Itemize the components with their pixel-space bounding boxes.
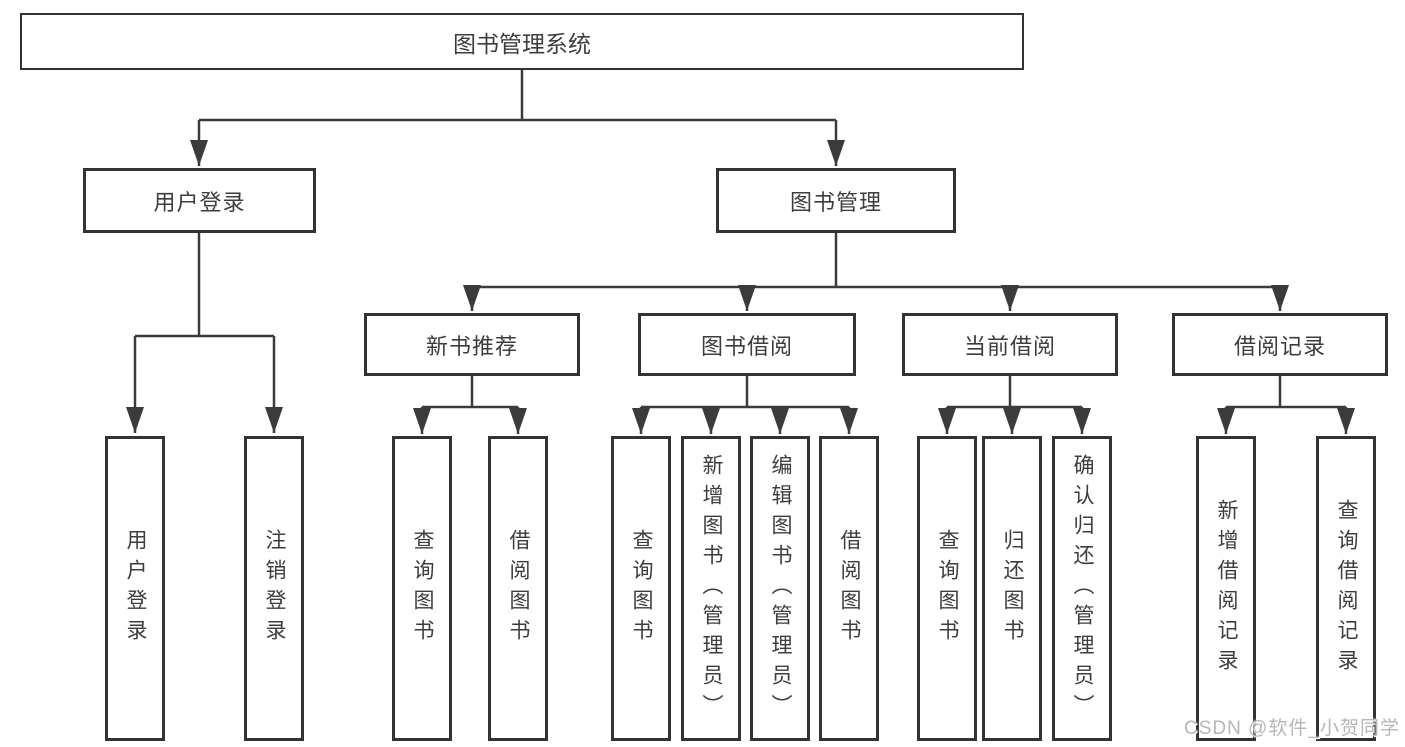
node-label: 当前借阅: [963, 333, 1056, 359]
node-label: 编辑图书（管理员）: [769, 453, 793, 724]
node-current-borrowing: 当前借阅: [902, 313, 1118, 376]
node-confirm-return-admin: 确认归还（管理员）: [1052, 436, 1112, 741]
node-label: 确认归还（管理员）: [1071, 453, 1095, 724]
node-add-borrow-record: 新增借阅记录: [1196, 436, 1256, 741]
node-library-system: 图书管理系统: [20, 13, 1024, 70]
node-new-book-recommend: 新书推荐: [364, 313, 580, 376]
node-label: 图书管理: [789, 189, 882, 215]
node-label: 图书借阅: [700, 333, 793, 359]
node-user-login: 用户登录: [83, 168, 316, 233]
node-logout: 注销登录: [244, 436, 304, 741]
node-borrow-books-recommend: 借阅图书: [488, 436, 548, 741]
node-borrow-records: 借阅记录: [1172, 313, 1388, 376]
node-label: 查询图书: [411, 528, 435, 649]
node-return-books: 归还图书: [982, 436, 1042, 741]
node-label: 新增借阅记录: [1215, 498, 1239, 679]
node-label: 借阅图书: [507, 528, 531, 649]
node-borrow-books-leaf: 借阅图书: [819, 436, 879, 741]
node-query-borrow-record: 查询借阅记录: [1316, 436, 1376, 741]
node-label: 图书管理系统: [453, 30, 591, 57]
watermark-text: CSDN @软件_小贺同学: [1184, 718, 1400, 739]
node-label: 归还图书: [1001, 528, 1025, 649]
node-edit-books-admin: 编辑图书（管理员）: [750, 436, 810, 741]
node-label: 用户登录: [124, 528, 148, 649]
node-query-books-recommend: 查询图书: [392, 436, 452, 741]
node-label: 查询图书: [936, 528, 960, 649]
node-label: 新增图书（管理员）: [700, 453, 724, 724]
node-label: 查询图书: [630, 528, 654, 649]
node-label: 用户登录: [153, 189, 246, 215]
node-add-books-admin: 新增图书（管理员）: [681, 436, 741, 741]
node-label: 查询借阅记录: [1335, 498, 1359, 679]
node-book-borrowing: 图书借阅: [638, 313, 856, 376]
node-label: 注销登录: [263, 528, 287, 649]
node-label: 借阅记录: [1233, 333, 1326, 359]
node-query-books-borrow: 查询图书: [611, 436, 671, 741]
node-label: 新书推荐: [425, 333, 518, 359]
node-user-login-leaf: 用户登录: [105, 436, 165, 741]
node-book-management: 图书管理: [716, 168, 956, 233]
node-query-books-current: 查询图书: [917, 436, 977, 741]
node-label: 借阅图书: [838, 528, 862, 649]
